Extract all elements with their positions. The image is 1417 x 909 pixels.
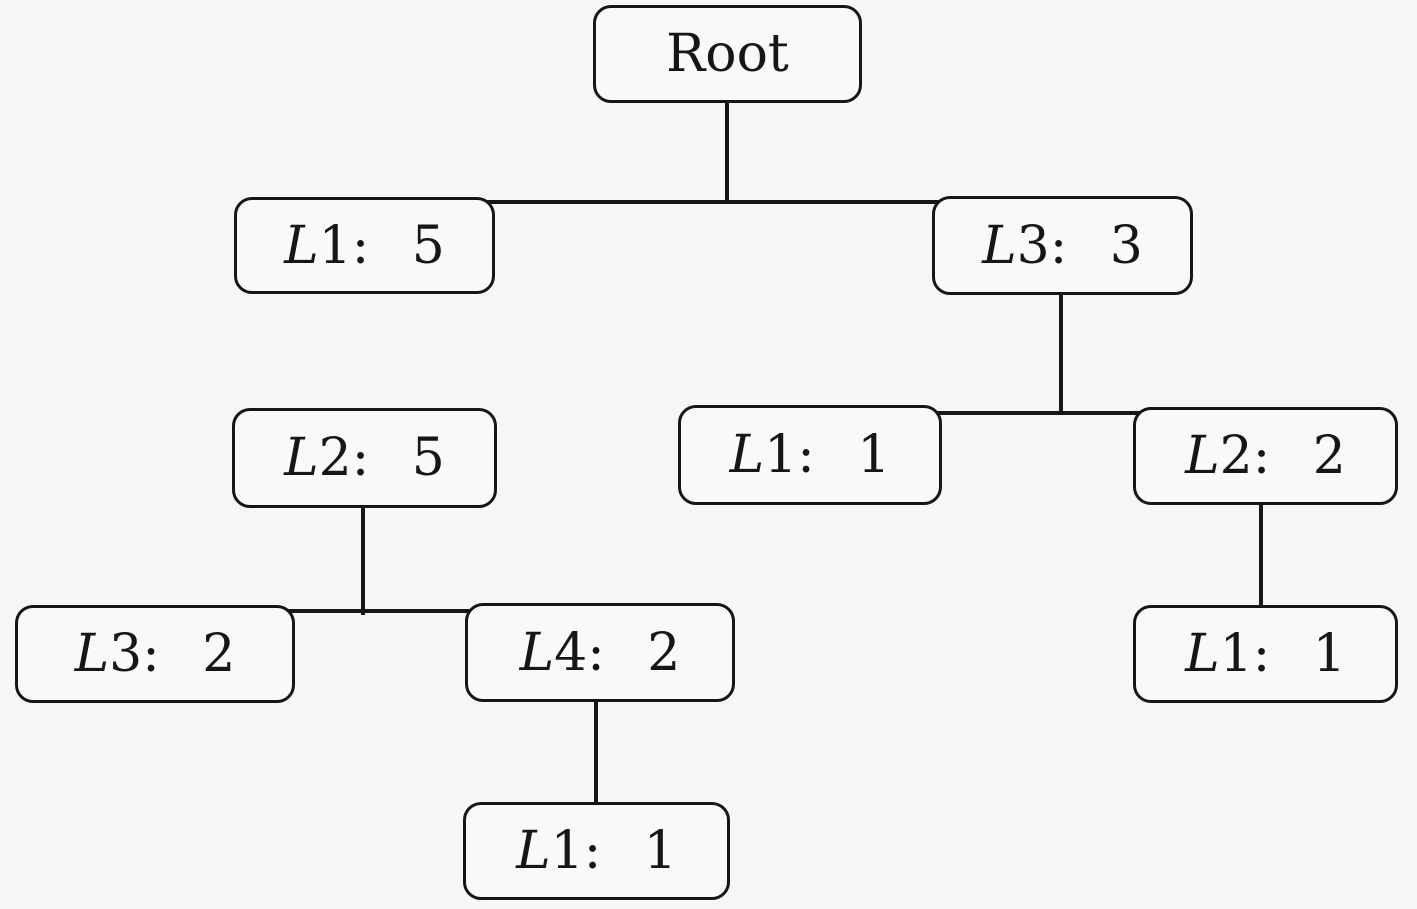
node-label-text: 3: 3 — [1016, 215, 1143, 276]
edge-l2-2-to-l1-1 — [1259, 500, 1263, 610]
node-label-italic: L — [284, 428, 319, 488]
edge-level3-horizontal — [280, 609, 480, 613]
node-label-italic: L — [284, 215, 319, 276]
node-label-italic: L — [516, 821, 551, 881]
node-label-text: 1: 1 — [1219, 624, 1346, 684]
node-label-text: 3: 2 — [109, 624, 236, 684]
node-label-text: 1: 1 — [764, 425, 891, 485]
node-label-text: 2: 5 — [318, 428, 445, 488]
node-label-text: 1: 5 — [318, 215, 445, 276]
edge-level1-horizontal — [460, 200, 950, 204]
tree-node-root: Root — [593, 5, 862, 103]
node-label-text: 1: 1 — [550, 821, 677, 881]
node-label-italic: L — [982, 215, 1017, 276]
node-label-text: 4: 2 — [554, 622, 681, 683]
node-label-italic: L — [729, 425, 765, 485]
edge-root-to-level1 — [725, 100, 729, 204]
edge-l2-5-to-level3 — [361, 505, 365, 615]
edge-l4-2-to-l1-1 — [594, 698, 598, 806]
node-label-italic: L — [1185, 624, 1220, 684]
edge-level2-horizontal — [920, 411, 1145, 415]
edge-l3-3-to-level2 — [1059, 293, 1063, 415]
node-label-italic: L — [519, 622, 555, 683]
node-label-text: 2: 2 — [1219, 426, 1346, 486]
node-label-italic: L — [74, 624, 110, 684]
node-label-text: Root — [666, 24, 789, 84]
node-label-italic: L — [1185, 426, 1220, 486]
